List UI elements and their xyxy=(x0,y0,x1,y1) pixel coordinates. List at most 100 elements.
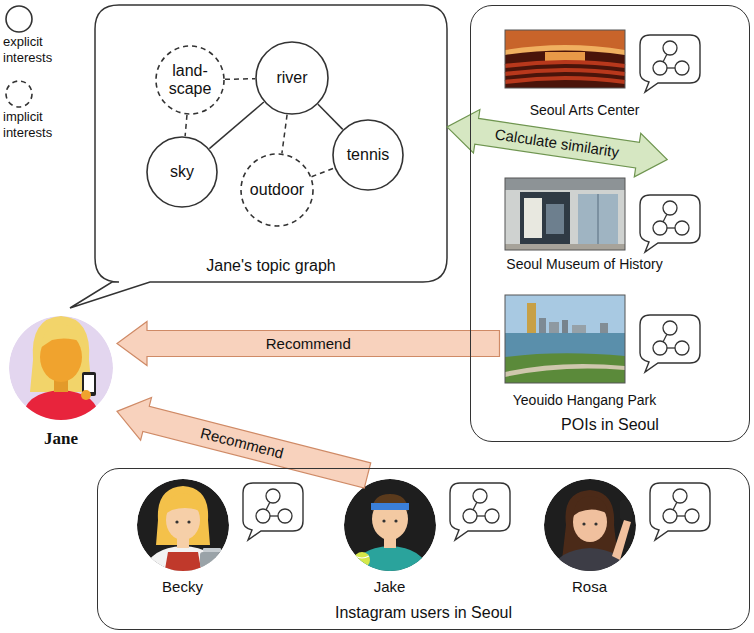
arts-center-photo xyxy=(505,30,625,88)
museum-photo xyxy=(505,244,625,250)
jane-avatar xyxy=(20,390,102,425)
becky-avatar xyxy=(143,546,223,575)
user-name: Jake xyxy=(374,578,406,595)
arts-center-photo xyxy=(505,70,625,74)
graph-edge xyxy=(225,78,255,80)
museum-photo xyxy=(524,198,542,238)
mini-topic-graph xyxy=(450,483,510,540)
legend: explicit interestsimplicit interests xyxy=(3,4,89,154)
museum-photo xyxy=(505,178,625,190)
park-photo xyxy=(505,353,625,383)
user-name: Rosa xyxy=(572,578,607,595)
panel-title: Instagram users in Seoul xyxy=(335,604,512,622)
rosa-avatar xyxy=(544,479,636,575)
interest-circle: tennis xyxy=(332,119,404,191)
becky-avatar xyxy=(187,520,190,523)
park-photo xyxy=(527,303,536,335)
jake-avatar xyxy=(350,546,430,575)
museum-photo xyxy=(505,178,625,250)
circle-outline xyxy=(147,137,217,207)
mini-topic-graph xyxy=(243,483,303,540)
interest-label: tennis xyxy=(347,146,390,164)
park-photo xyxy=(562,320,568,335)
interest-circle: outdoor xyxy=(240,153,314,227)
becky-avatar xyxy=(156,486,210,545)
interest-label: land- scape xyxy=(167,62,213,97)
jane-avatar xyxy=(40,324,84,348)
block-arrow xyxy=(447,110,667,177)
mini-topic-graph xyxy=(640,195,700,252)
museum-photo xyxy=(597,194,599,244)
arts-center-photo xyxy=(505,78,625,82)
group-panel: POIs in Seoul Seoul Arts CenterSeoul Muse… xyxy=(470,5,750,442)
user-avatar: Becky xyxy=(128,476,238,596)
becky-avatar xyxy=(137,479,229,575)
user-name: Becky xyxy=(162,578,203,595)
graph-edge xyxy=(185,115,187,136)
becky-avatar xyxy=(175,520,178,523)
legend-sample xyxy=(3,79,33,109)
circle-outline xyxy=(241,154,313,226)
rosa-avatar xyxy=(594,522,597,525)
mini-topic-graph xyxy=(640,35,700,92)
jake-avatar xyxy=(354,552,370,568)
interest-label: sky xyxy=(170,163,194,181)
graph-edge xyxy=(312,168,335,177)
poi-caption: Seoul Arts Center xyxy=(500,102,670,118)
user-name: Jane xyxy=(44,429,78,449)
poi-caption: Yeouido Hangang Park xyxy=(500,392,670,408)
graph-edge xyxy=(282,115,287,154)
interest-label: outdoor xyxy=(250,181,304,199)
user-avatar: Jane xyxy=(5,312,117,450)
user-avatar: Rosa xyxy=(535,476,645,596)
museum-photo xyxy=(546,204,564,234)
graph-edge xyxy=(318,104,343,129)
jake-avatar xyxy=(372,494,408,512)
circle-outline xyxy=(256,42,328,114)
speech-bubble-outline xyxy=(70,5,447,308)
jane-avatar xyxy=(84,375,94,392)
jake-avatar xyxy=(382,519,385,522)
jane-avatar xyxy=(81,390,91,400)
circle-outline xyxy=(156,46,224,114)
becky-avatar xyxy=(165,493,202,514)
speech-bubble: Jane's topic graphland- scaperiverskyout… xyxy=(95,5,447,282)
interest-circle: land- scape xyxy=(155,45,225,115)
graph-edge xyxy=(209,102,264,149)
edge-label-holder: Calculate similarity xyxy=(491,125,623,161)
edge-label: Recommend xyxy=(263,335,354,352)
edge-label: Recommend xyxy=(196,424,288,463)
park-photo xyxy=(505,295,625,383)
group-panel: Instagram users in Seoul Becky Jake Rosa xyxy=(97,468,750,630)
interest-label: river xyxy=(276,69,307,87)
block-arrow xyxy=(117,322,500,366)
block-arrow xyxy=(117,397,371,488)
edge-label-holder: Recommend xyxy=(263,335,354,352)
rosa-avatar xyxy=(582,522,585,525)
circle-outline xyxy=(333,120,403,190)
rosa-avatar xyxy=(620,500,632,520)
museum-photo xyxy=(520,192,570,250)
poi-card: Seoul Museum of History xyxy=(500,160,715,274)
becky-avatar xyxy=(200,552,224,568)
poi-card: Seoul Arts Center xyxy=(500,28,715,120)
museum-photo xyxy=(578,194,618,244)
poi-card: Yeouido Hangang Park xyxy=(500,290,715,410)
jake-avatar xyxy=(371,503,409,510)
mini-topic-graph xyxy=(640,315,700,372)
park-photo xyxy=(505,295,625,335)
legend-sample xyxy=(6,81,32,107)
rosa-avatar xyxy=(573,496,608,516)
panel-title: POIs in Seoul xyxy=(561,416,659,434)
arts-center-photo xyxy=(505,30,625,88)
edge-label: Calculate similarity xyxy=(491,125,623,161)
becky-avatar xyxy=(164,552,202,575)
park-photo xyxy=(505,364,625,377)
edge-label-holder: Recommend xyxy=(196,424,288,463)
rosa-avatar xyxy=(612,520,631,560)
legend-label: explicit interests xyxy=(3,34,89,65)
